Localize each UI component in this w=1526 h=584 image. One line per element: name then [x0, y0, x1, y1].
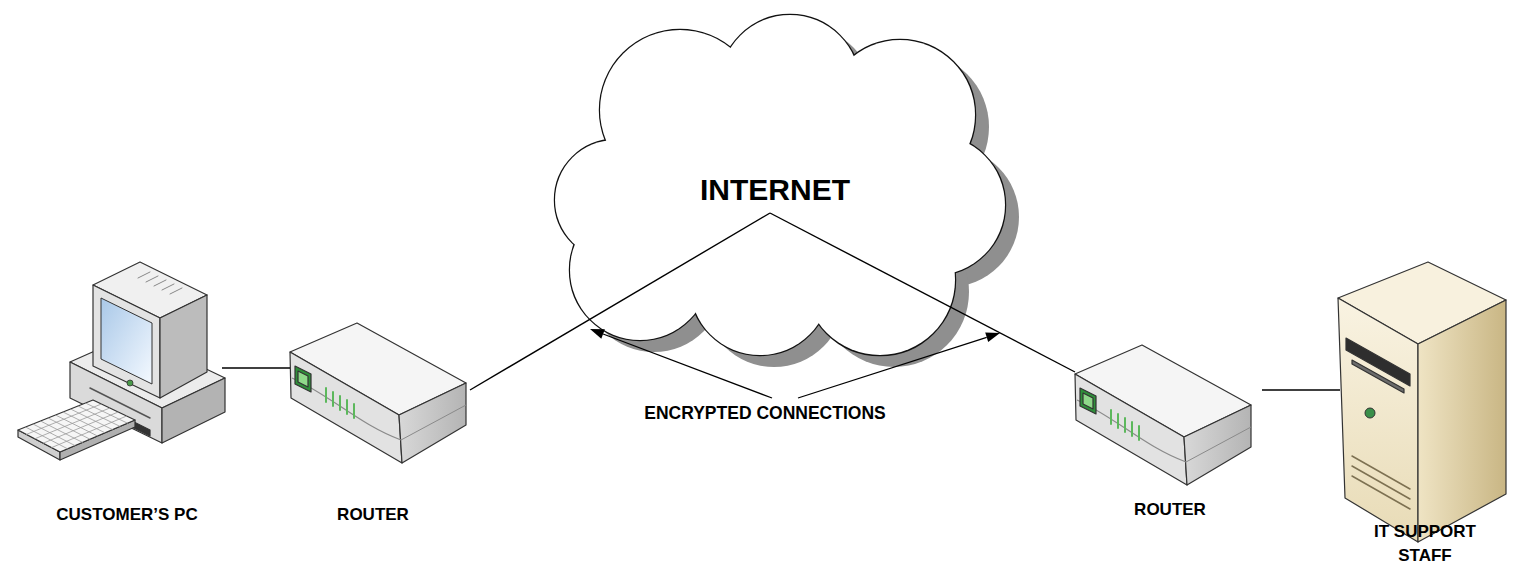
monitor-vent: [154, 280, 166, 286]
internet-cloud: INTERNET: [540, 15, 1035, 375]
node-label: ROUTER: [1110, 500, 1230, 520]
leader-arrow-head: [985, 333, 1000, 343]
node-label: INTERNET: [645, 172, 905, 208]
keyboard-top: [18, 400, 135, 452]
network-link: [222, 367, 290, 368]
leader-arrow-line: [798, 337, 987, 398]
node-label: CUSTOMER’S PC: [22, 505, 232, 525]
server-front: [1338, 298, 1418, 542]
keyboard-key-column: [41, 421, 83, 442]
leader-arrow-head: [590, 329, 605, 339]
activity-light: [332, 392, 334, 406]
activity-light: [1138, 426, 1140, 440]
node-label: IT SUPPORT STAFF: [1363, 520, 1488, 568]
keyboard-key-row: [43, 412, 118, 443]
leader-arrow-line: [603, 334, 772, 398]
activity-light: [346, 400, 348, 414]
keyboard-key-column: [48, 418, 90, 439]
front-vent: [1352, 456, 1410, 489]
keyboard-key-column: [56, 415, 98, 436]
activity-light: [1124, 418, 1126, 432]
router-icon-drawing: [285, 318, 470, 530]
keyboard-key-column: [33, 424, 75, 446]
router-icon: ROUTER: [285, 318, 470, 530]
status-led: [295, 366, 311, 392]
activity-light: [353, 404, 355, 418]
activity-light: [1110, 410, 1112, 424]
router-contour: [401, 405, 466, 440]
power-button: [127, 380, 133, 386]
server-side: [1418, 300, 1506, 542]
router-contour: [1186, 427, 1251, 462]
monitor-screen: [101, 298, 152, 384]
node-label: ROUTER: [313, 505, 433, 525]
network-link: [770, 213, 1075, 372]
pc-icon-drawing: [15, 258, 230, 530]
activity-light: [1131, 422, 1133, 436]
router-front: [1075, 374, 1187, 485]
monitor-vent: [146, 276, 158, 282]
monitor-front: [93, 285, 160, 398]
network-link: [1262, 389, 1340, 390]
activity-light: [1117, 414, 1119, 428]
keyboard-key-row: [52, 416, 127, 448]
keyboard-key-column: [26, 427, 68, 449]
front-vent: [1352, 466, 1410, 499]
activity-light: [325, 388, 327, 402]
router-front: [290, 352, 402, 463]
status-led-glow: [298, 371, 308, 387]
router-side: [399, 383, 466, 463]
server-icon: IT SUPPORT STAFF: [1330, 255, 1510, 575]
router-side: [1184, 405, 1251, 485]
pc-icon: CUSTOMER’S PC: [15, 258, 230, 530]
activity-light: [339, 396, 341, 410]
front-vent: [1352, 476, 1410, 509]
power-button: [1365, 408, 1375, 418]
router-icon: ROUTER: [1070, 340, 1265, 530]
drive-bay: [1352, 360, 1404, 393]
status-led: [1080, 388, 1096, 414]
monitor-side: [160, 295, 207, 398]
status-led-glow: [1083, 393, 1093, 409]
monitor-vent: [162, 284, 174, 290]
callout-label: ENCRYPTED CONNECTIONS: [600, 403, 930, 423]
monitor-vent: [170, 288, 182, 294]
network-link: [470, 213, 770, 390]
monitor-vent: [138, 272, 150, 278]
keyboard-key-column: [86, 403, 128, 423]
